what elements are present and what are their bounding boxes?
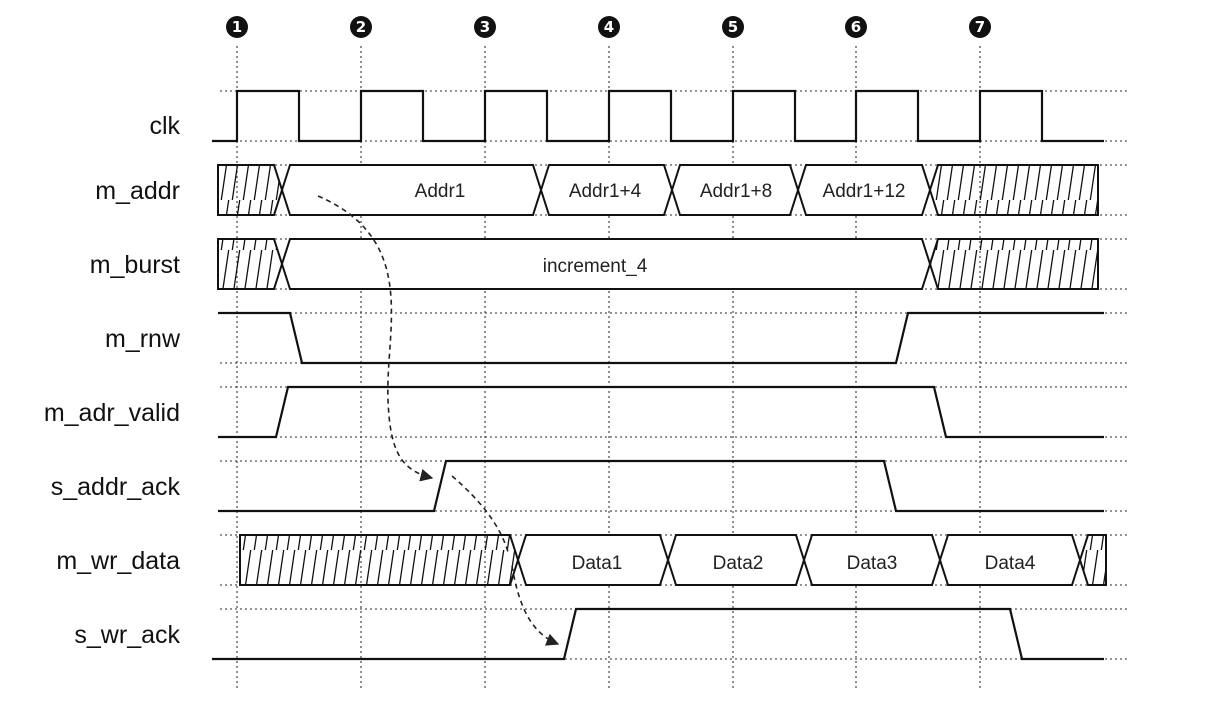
signal-label-m-rnw: m_rnw [105, 325, 181, 353]
causality-arrow-data-to-wr-ack [511, 565, 560, 646]
bus-value: Data3 [847, 553, 898, 574]
marker-5: 5 [722, 16, 744, 38]
bus-dont-care [928, 164, 1099, 216]
bus-value: Data4 [985, 553, 1036, 574]
bus-dont-care [928, 238, 1099, 290]
bus-value: Addr1 [415, 181, 466, 202]
bus-value: Data1 [572, 553, 623, 574]
marker-3: 3 [474, 16, 496, 38]
signal-label-m-wr-data: m_wr_data [56, 547, 180, 575]
signal-label-s-wr-ack: s_wr_ack [74, 621, 180, 649]
marker-label: 6 [851, 18, 861, 36]
marker-label: 5 [728, 18, 738, 36]
signal-label-m-addr: m_addr [95, 177, 180, 205]
signal-label-s-addr-ack: s_addr_ack [51, 473, 181, 501]
causality-arrow-addr-to-ack [317, 195, 434, 482]
bus-value: Data2 [713, 553, 764, 574]
marker-7: 7 [969, 16, 991, 38]
marker-label: 4 [604, 18, 614, 36]
waveform-s-wr-ack [212, 607, 1104, 661]
marker-row: 1 2 3 4 5 6 7 [226, 16, 991, 38]
waveform-m-wr-data: Data1 Data2 Data3 Data4 [239, 534, 1107, 586]
marker-2: 2 [350, 16, 372, 38]
signal-label-m-burst: m_burst [90, 251, 180, 279]
bus-value: Addr1+8 [700, 181, 772, 202]
signal-label-m-adr-valid: m_adr_valid [44, 399, 180, 427]
marker-label: 2 [356, 18, 366, 36]
marker-6: 6 [845, 16, 867, 38]
bus-value: increment_4 [543, 256, 648, 277]
waveform-m-addr: Addr1 Addr1+4 Addr1+8 Addr1+12 [217, 164, 1099, 216]
waveform-m-burst: increment_4 [217, 238, 1099, 290]
marker-label: 7 [975, 18, 985, 36]
waveform-m-rnw [218, 311, 1104, 365]
bus-segment [280, 164, 543, 216]
bus-dont-care [217, 238, 284, 290]
signal-labels: clk m_addr m_burst m_rnw m_adr_valid s_a… [44, 112, 181, 649]
bus-value: Addr1+12 [823, 181, 906, 202]
bus-dont-care [1078, 534, 1107, 586]
waveform-m-adr-valid [218, 385, 1104, 439]
marker-4: 4 [598, 16, 620, 38]
marker-guides [236, 46, 981, 690]
bus-dont-care [239, 534, 520, 586]
signal-label-clk: clk [149, 112, 180, 140]
marker-label: 3 [480, 18, 490, 36]
waveform-s-addr-ack [218, 459, 1104, 513]
bus-dont-care [217, 164, 284, 216]
marker-1: 1 [226, 16, 248, 38]
marker-label: 1 [232, 18, 242, 36]
causality-arrow-ack-to-data [451, 475, 509, 553]
bus-value: Addr1+4 [569, 181, 642, 202]
waveform-clk [212, 89, 1104, 143]
